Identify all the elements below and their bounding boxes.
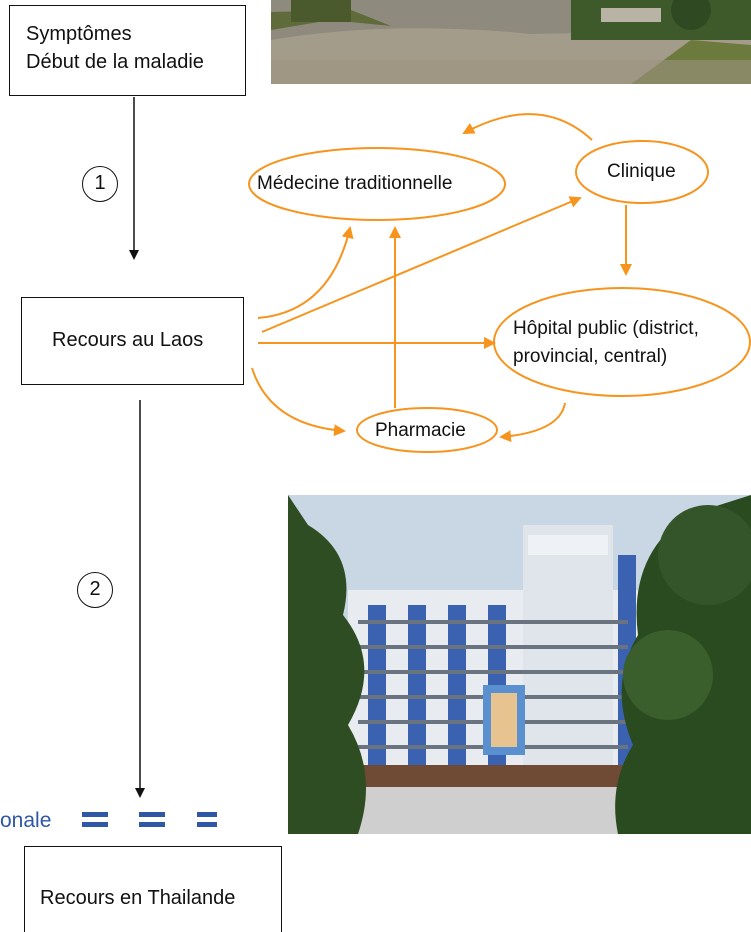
laos-recourse-box: Recours au Laos — [21, 297, 244, 385]
border-label: onale — [0, 809, 52, 832]
symptoms-label: Symptômes — [26, 23, 132, 45]
pharmacy-label: Pharmacie — [375, 420, 466, 441]
clinic-ellipse — [575, 140, 709, 204]
traditional-medicine-label: Médecine traditionnelle — [257, 173, 453, 194]
thailand-recourse-box: Recours en Thailande — [24, 846, 282, 932]
thailand-recourse-label: Recours en Thailande — [40, 887, 236, 909]
hospital-ellipse — [493, 287, 751, 397]
border-equals-2 — [139, 812, 165, 832]
disease-onset-label: Début de la maladie — [26, 51, 204, 73]
step-2-circle: 2 — [77, 572, 113, 608]
step-1-circle: 1 — [82, 166, 118, 202]
hospital-label-line1: Hôpital public (district, — [513, 318, 699, 339]
arrow-laos-to-traditional — [257, 226, 354, 319]
symptoms-box: Symptômes Début de la maladie — [9, 5, 246, 96]
hospital-building-photo — [288, 495, 751, 834]
hospital-label-line2: provincial, central) — [513, 346, 668, 367]
border-equals-1 — [82, 812, 108, 832]
border-equals-3 — [197, 812, 217, 832]
garden-photo — [271, 0, 751, 84]
pharmacy-ellipse — [356, 407, 498, 453]
clinic-label: Clinique — [607, 161, 676, 182]
arrow-laos-to-clinic — [261, 196, 582, 333]
laos-recourse-label: Recours au Laos — [52, 329, 204, 351]
arrow-hospital-to-pharmacy — [499, 402, 566, 443]
traditional-medicine-ellipse — [248, 147, 506, 221]
arrow-laos-to-pharmacy — [251, 367, 346, 437]
arrow-clinic-to-traditional — [462, 113, 593, 141]
